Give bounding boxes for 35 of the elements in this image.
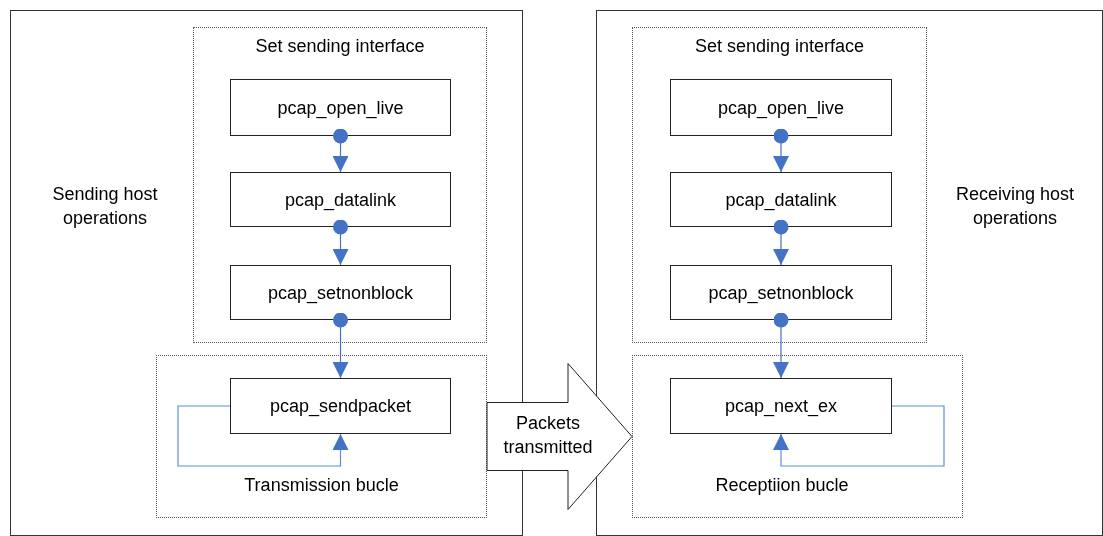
arrow <box>773 128 789 173</box>
host-panel <box>596 10 1103 536</box>
arrow <box>332 219 349 266</box>
panel-title: Receiving host operations <box>954 183 1076 230</box>
function-box <box>670 265 892 320</box>
group-title: Receptiion bucle <box>714 474 850 497</box>
panel-title: Sending host operations <box>51 183 159 230</box>
arrow <box>332 128 349 173</box>
function-box <box>230 79 451 136</box>
loop-arrow <box>177 405 349 467</box>
function-name: pcap_setnonblock <box>267 281 414 305</box>
function-name: pcap_next_ex <box>724 395 838 418</box>
group-title: Set sending interface <box>693 35 866 58</box>
function-name: pcap_datalink <box>284 188 397 212</box>
function-box <box>230 265 451 320</box>
function-box <box>670 79 892 136</box>
function-name: pcap_datalink <box>725 188 837 212</box>
function-name: pcap_setnonblock <box>708 281 854 305</box>
function-name: pcap_open_live <box>277 96 404 120</box>
function-box <box>230 172 451 227</box>
group-frame <box>193 27 487 343</box>
group-frame <box>156 355 487 518</box>
function-name: pcap_sendpacket <box>269 395 412 418</box>
group-frame <box>632 27 927 343</box>
arrow <box>332 312 349 379</box>
function-box <box>230 378 451 434</box>
function-name: pcap_open_live <box>717 96 845 120</box>
loop-arrow <box>773 405 945 467</box>
function-box <box>670 172 892 227</box>
function-box <box>670 378 892 434</box>
arrow <box>773 312 789 379</box>
group-title: Set sending interface <box>254 35 426 58</box>
group-title: Transmission bucle <box>243 474 400 497</box>
arrow <box>773 219 789 266</box>
group-frame <box>632 355 963 518</box>
